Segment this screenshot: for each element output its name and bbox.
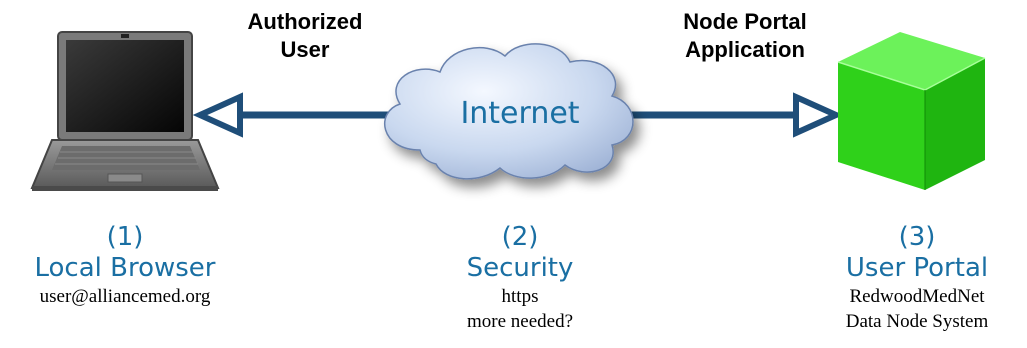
node-detail: Data Node System (845, 311, 989, 332)
right-arrow-label-line1: Node Portal (683, 9, 807, 34)
node-caption-browser: (1) Local Browser user@alliancemed.org (0, 222, 250, 309)
cloud-label: Internet (460, 96, 580, 131)
node-title: User Portal (845, 253, 989, 283)
node-caption-portal: (3) User Portal RedwoodMedNet Data Node … (807, 222, 1027, 334)
node-title: Local Browser (34, 253, 216, 283)
laptop-icon (30, 31, 220, 191)
right-arrow-label: Node Portal Application (645, 8, 845, 64)
arrow-to-browser (192, 92, 392, 138)
cloud-icon (384, 43, 634, 180)
node-title: Security (466, 253, 574, 283)
node-number: (1) (106, 222, 144, 252)
node-detail: user@alliancemed.org (39, 286, 211, 307)
left-arrow-label-line2: User (280, 37, 330, 62)
node-number: (3) (898, 222, 936, 252)
left-arrow-label: Authorized User (215, 8, 395, 64)
node-number: (2) (501, 222, 539, 252)
arrow-to-portal (628, 92, 844, 138)
right-arrow-label-line2: Application (685, 37, 805, 62)
node-detail: https (501, 286, 539, 307)
node-caption-security: (2) Security https more needed? (400, 222, 640, 334)
node-detail: more needed? (466, 311, 574, 332)
node-detail: RedwoodMedNet (849, 286, 985, 307)
left-arrow-label-line1: Authorized (247, 9, 363, 34)
cube-icon (837, 32, 986, 190)
